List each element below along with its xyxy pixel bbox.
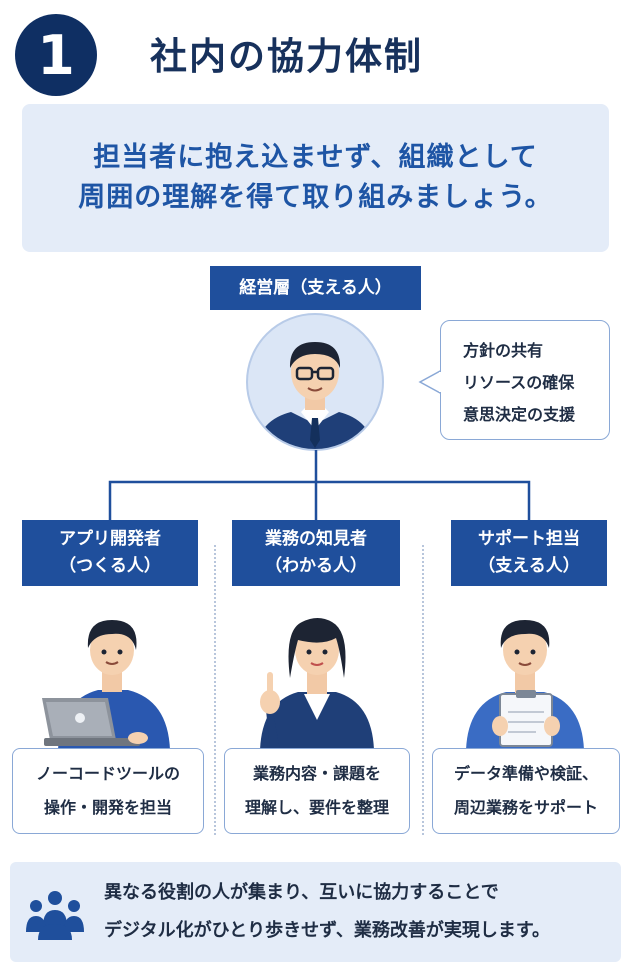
banner-line-2: 周囲の理解を得て取り組みましょう。: [78, 182, 553, 213]
role-subtitle: （つくる人）: [59, 556, 161, 576]
role-subtitle: （わかる人）: [265, 556, 367, 576]
executive-label: 経営層（支える人）: [210, 266, 421, 310]
bubble-item: リソースの確保: [463, 373, 575, 392]
role-desc-line: 操作・開発を担当: [43, 798, 172, 817]
role-desc-line: データ準備や検証、: [453, 764, 598, 783]
speech-tail-icon: [418, 369, 443, 395]
footer-note: 異なる役割の人が集まり、互いに協力することで デジタル化がひとり歩きせず、業務改…: [10, 862, 621, 962]
team-icon: [26, 891, 84, 940]
role-description-developer: ノーコードツールの 操作・開発を担当: [12, 748, 204, 834]
domain-expert-pointing-icon: [260, 618, 374, 750]
role-label-developer: アプリ開発者 （つくる人）: [22, 520, 198, 586]
role-description-support: データ準備や検証、 周辺業務をサポート: [432, 748, 620, 834]
role-desc-line: 業務内容・課題を: [252, 764, 381, 783]
footer-line-1: 異なる役割の人が集まり、互いに協力することで: [104, 882, 499, 903]
speech-tail-mask: [439, 372, 444, 392]
executive-speech-bubble: 方針の共有 リソースの確保 意思決定の支援: [440, 320, 610, 440]
role-label-domain-expert: 業務の知見者 （わかる人）: [232, 520, 400, 586]
role-desc-line: 理解し、要件を整理: [244, 798, 389, 817]
step-number-badge: 1: [15, 14, 97, 96]
role-desc-line: ノーコードツールの: [35, 764, 180, 783]
executive-avatar-icon: [246, 313, 384, 451]
role-title: アプリ開発者: [59, 529, 161, 549]
column-divider: [214, 545, 216, 835]
bubble-item: 方針の共有: [463, 341, 544, 360]
org-connector-lines: [108, 450, 531, 520]
page-title: 社内の協力体制: [150, 35, 423, 78]
bubble-item: 意思決定の支援: [463, 405, 576, 424]
message-banner: 担当者に抱え込ませず、組織として 周囲の理解を得て取り組みましょう。: [22, 104, 609, 252]
developer-with-laptop-icon: [42, 620, 170, 750]
role-subtitle: （支える人）: [478, 556, 580, 576]
banner-line-1: 担当者に抱え込ませず、組織として: [93, 142, 538, 173]
role-desc-line: 周辺業務をサポート: [453, 798, 598, 817]
column-divider: [422, 545, 424, 835]
footer-line-2: デジタル化がひとり歩きせず、業務改善が実現します。: [104, 920, 551, 941]
role-title: 業務の知見者: [265, 529, 367, 549]
role-label-support: サポート担当 （支える人）: [451, 520, 607, 586]
support-with-clipboard-icon: [466, 620, 584, 750]
role-title: サポート担当: [478, 529, 580, 549]
role-description-domain-expert: 業務内容・課題を 理解し、要件を整理: [224, 748, 410, 834]
